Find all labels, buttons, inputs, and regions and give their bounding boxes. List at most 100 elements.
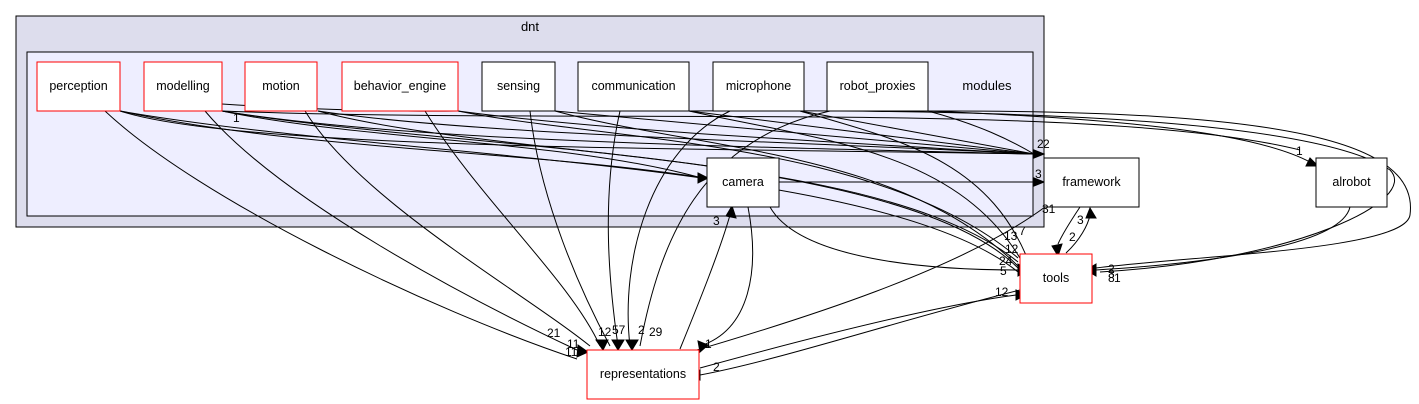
edge-motion-representations xyxy=(304,110,591,347)
node-communication[interactable]: communication xyxy=(577,61,690,112)
edge-perception-camera xyxy=(119,110,699,178)
node-box[interactable] xyxy=(826,61,929,112)
edge-label: 2 xyxy=(1069,230,1076,244)
edge-label: 2 xyxy=(1043,137,1050,151)
node-box[interactable] xyxy=(1019,253,1093,304)
arrowhead xyxy=(576,344,590,358)
edge-label: 13 xyxy=(1004,229,1018,243)
edge-label: 3 xyxy=(1035,167,1042,181)
edge-modelling-camera xyxy=(221,110,699,178)
edge-label: 3 xyxy=(713,214,720,228)
node-motion-label: motion xyxy=(262,79,300,93)
edge-camera-representations xyxy=(699,206,754,347)
edge-label: 11 xyxy=(565,345,578,359)
node-microphone[interactable]: microphone xyxy=(712,61,805,112)
edge-behavior-representations xyxy=(424,110,601,347)
node-camera-label: camera xyxy=(722,175,764,189)
node-box[interactable] xyxy=(143,61,223,112)
edge-label: 29 xyxy=(649,325,663,339)
edge-perception-tools xyxy=(119,110,1019,273)
node-perception[interactable]: perception xyxy=(36,61,121,112)
edge-sensing-representations xyxy=(529,110,611,347)
node-camera[interactable]: camera xyxy=(706,157,780,208)
edge-perception-representations xyxy=(104,110,578,360)
node-box[interactable] xyxy=(712,61,805,112)
node-representations[interactable]: representations xyxy=(586,349,700,400)
node-alrobot[interactable]: alrobot xyxy=(1315,157,1388,208)
node-robot-proxies[interactable]: robot_proxies xyxy=(826,61,929,112)
arrowhead xyxy=(1051,243,1063,258)
edge-motion-tools xyxy=(317,110,1019,263)
node-box[interactable] xyxy=(36,61,121,112)
node-behavior-engine-label: behavior_engine xyxy=(354,79,446,93)
edge-communication-representations xyxy=(607,110,621,347)
node-box[interactable] xyxy=(1315,157,1388,208)
node-motion[interactable]: motion xyxy=(244,61,318,112)
edge-label: 21 xyxy=(547,326,561,340)
arrowheads xyxy=(210,99,1320,381)
edge-label: 2 xyxy=(638,323,645,337)
arrowhead xyxy=(625,339,639,351)
edge-communication-tools xyxy=(688,110,1025,266)
arrowhead xyxy=(611,339,625,351)
edge-camera-tools xyxy=(769,206,1019,271)
node-box[interactable] xyxy=(586,349,700,400)
edge-modelling-representations xyxy=(204,110,578,351)
node-box[interactable] xyxy=(244,61,318,112)
edge-representations-camera xyxy=(679,214,731,350)
node-modelling[interactable]: modelling xyxy=(143,61,223,112)
node-box[interactable] xyxy=(706,157,780,208)
arrowhead xyxy=(697,172,710,184)
edge-labels: 1 3 3 1 31 3 2 7 13 12 24 5 2 8 3 1 12 2… xyxy=(233,111,1303,374)
edge-label: 2 xyxy=(1037,137,1044,151)
arrowhead xyxy=(1033,149,1046,159)
node-tools-label: tools xyxy=(1043,271,1069,285)
node-behavior-engine[interactable]: behavior_engine xyxy=(341,61,459,112)
arrowhead xyxy=(697,340,709,353)
edge-label: 12 xyxy=(598,325,612,339)
node-sensing[interactable]: sensing xyxy=(481,61,556,112)
node-microphone-label: microphone xyxy=(726,79,791,93)
cluster-modules-label: modules xyxy=(962,78,1012,93)
edge-representations-tools xyxy=(699,294,1017,369)
edge-label: 11 xyxy=(567,337,580,351)
edge-communication-alrobot xyxy=(688,110,1396,273)
node-tools[interactable]: tools xyxy=(1019,253,1093,304)
edge-microphone-framework xyxy=(799,110,1035,155)
node-alrobot-label: alrobot xyxy=(1332,175,1371,189)
edge-label: 57 xyxy=(612,323,626,337)
edge-modelling-framework xyxy=(221,110,1035,155)
edge-label: 7 xyxy=(1019,224,1026,238)
node-box[interactable] xyxy=(341,61,459,112)
edge-label: 1 xyxy=(233,111,240,125)
edge-label: 5 xyxy=(1000,264,1007,278)
edge-modelling-alrobot xyxy=(221,110,1301,151)
edge-label: 31 xyxy=(1042,202,1056,216)
edge-robot-proxies-representations xyxy=(639,110,831,347)
node-box[interactable] xyxy=(481,61,556,112)
edge-behavior-framework xyxy=(457,110,1035,155)
edge-label: 1 xyxy=(1296,144,1303,158)
node-modelling-label: modelling xyxy=(156,79,210,93)
node-box[interactable] xyxy=(1043,157,1140,208)
edge-tools-representations xyxy=(699,289,1021,376)
edge-label: 8 xyxy=(1108,271,1115,285)
arrowhead xyxy=(1033,177,1046,187)
node-perception-label: perception xyxy=(49,79,107,93)
edge-label: 24 xyxy=(999,254,1013,268)
arrowhead xyxy=(1085,206,1097,219)
edges xyxy=(104,103,1411,376)
edge-alrobot-tools xyxy=(1095,206,1351,271)
edge-label: 2 xyxy=(713,360,720,374)
arrowhead xyxy=(725,204,737,219)
edge-sensing-tools xyxy=(554,110,1019,267)
node-robot-proxies-label: robot_proxies xyxy=(840,79,916,93)
node-box[interactable] xyxy=(577,61,690,112)
edge-framework-tools xyxy=(1057,206,1081,245)
node-sensing-label: sensing xyxy=(497,79,540,93)
arrowhead xyxy=(595,339,609,351)
edge-robot-proxies-framework xyxy=(927,110,1035,155)
edge-label: 12 xyxy=(1005,242,1019,256)
node-framework[interactable]: framework xyxy=(1043,157,1140,208)
